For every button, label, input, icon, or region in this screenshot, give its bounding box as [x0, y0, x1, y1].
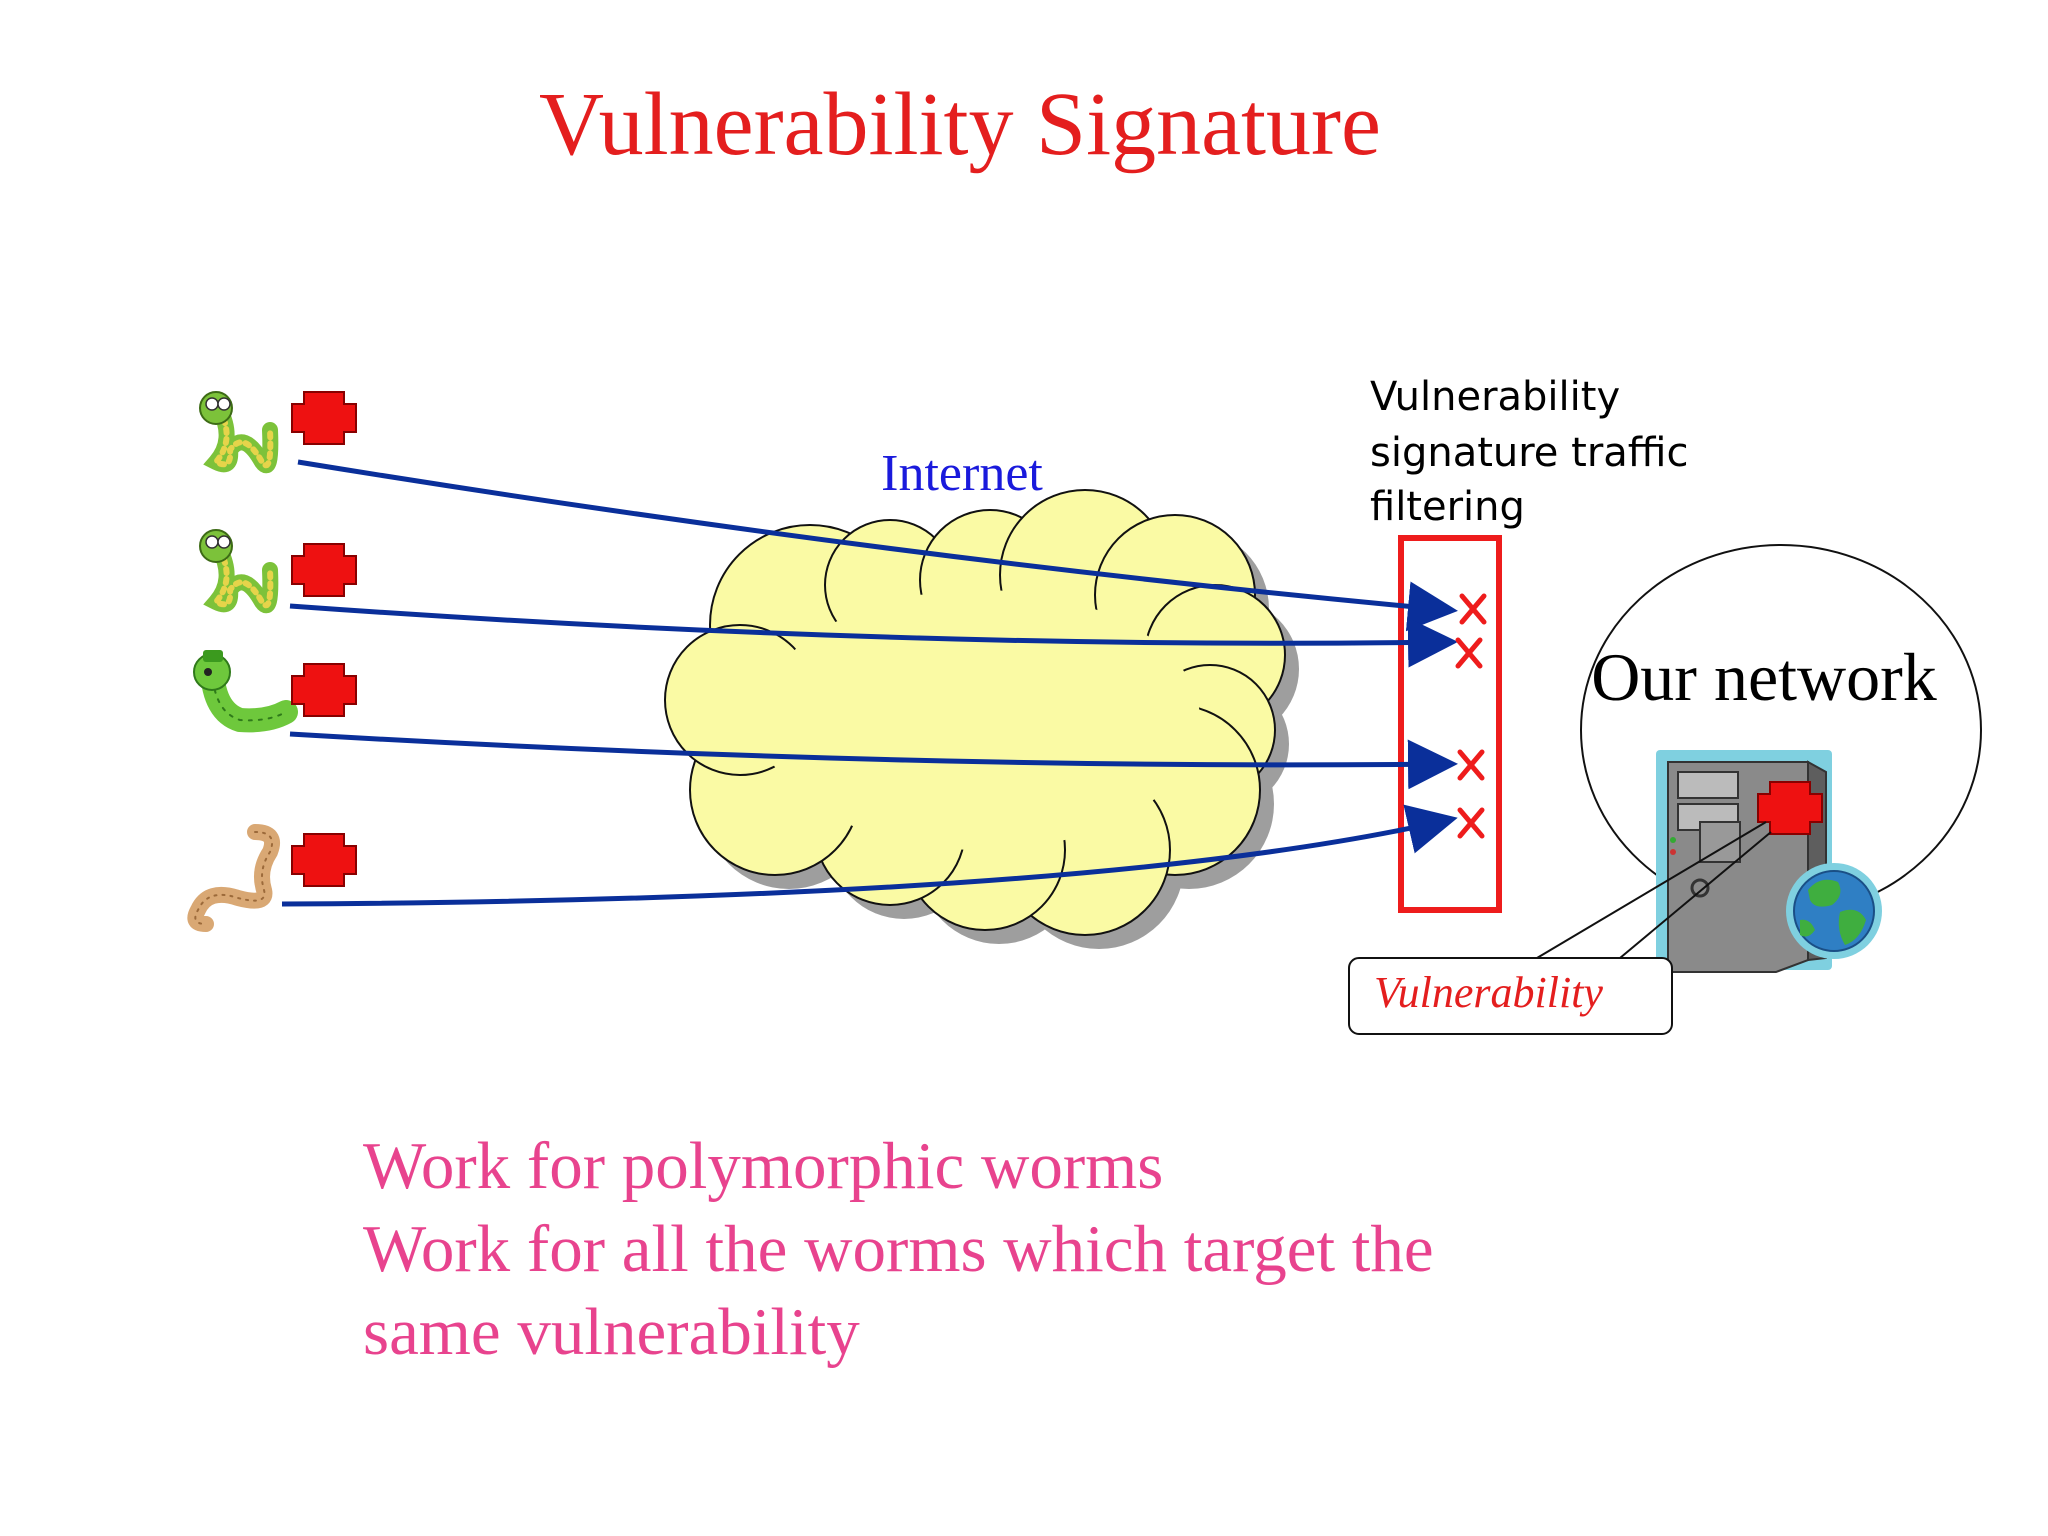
internet-cloud [664, 489, 1299, 949]
filter-label-line-2: signature traffic [1370, 430, 1688, 476]
slide-title: Vulnerability Signature [539, 75, 1381, 174]
exploit-payload-icon [291, 391, 357, 445]
worm-icon [199, 529, 279, 614]
filter-box [1398, 535, 1502, 913]
bullet-item: Work for all the worms which target the [363, 1212, 1434, 1286]
bullet-item: Work for polymorphic worms [363, 1129, 1164, 1203]
callout-label: Vulnerability [1374, 968, 1603, 1017]
worm-traffic-arrow [289, 731, 1458, 790]
bullet-item-continuation: same vulnerability [363, 1295, 860, 1369]
exploit-payload-icon [291, 833, 357, 887]
network-label: Our network [1591, 639, 1937, 715]
worm-icon [199, 391, 279, 474]
internet-label: Internet [881, 445, 1043, 502]
filter-label-line-3: filtering [1370, 484, 1525, 530]
exploit-payload-icon [291, 663, 357, 717]
worm-icon [193, 650, 298, 733]
worm-traffic-arrow [281, 804, 1458, 907]
bullet-list: Work for polymorphic worms Work for all … [363, 1125, 1663, 1374]
blocked-x-icon [1457, 749, 1485, 781]
vulnerability-callout: Vulnerability [1348, 821, 1772, 1035]
blocked-x-icon [1455, 637, 1483, 669]
filter-label-line-1: Vulnerability [1370, 374, 1620, 420]
blocked-x-icon [1457, 807, 1485, 839]
worm-traffic-arrow [297, 459, 1458, 632]
worm-traffic-arrow [289, 603, 1458, 668]
globe-icon [1786, 863, 1882, 959]
worm-icon [187, 824, 281, 932]
exploit-payload-icon [291, 543, 357, 597]
blocked-x-icon [1459, 593, 1487, 625]
